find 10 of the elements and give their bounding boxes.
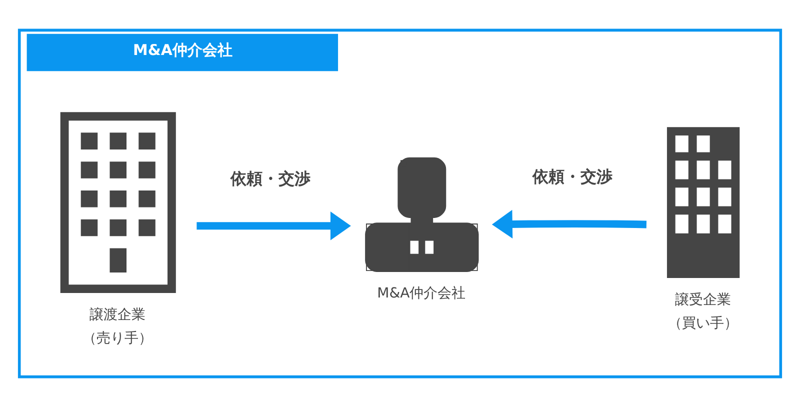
node-label: 譲渡企業 (90, 307, 146, 324)
node-box (666, 127, 740, 278)
node-label: （売り手） (82, 330, 153, 346)
node-label: （買い手） (668, 315, 738, 332)
arrow (196, 212, 351, 240)
node-label: 譲受企業 (674, 292, 731, 308)
arrow (492, 210, 647, 238)
node-label: M&A仲介会社 (377, 286, 466, 302)
edge-label: 依頼・交渉 (532, 167, 612, 186)
edge-label: 依頼・交渉 (230, 169, 310, 188)
